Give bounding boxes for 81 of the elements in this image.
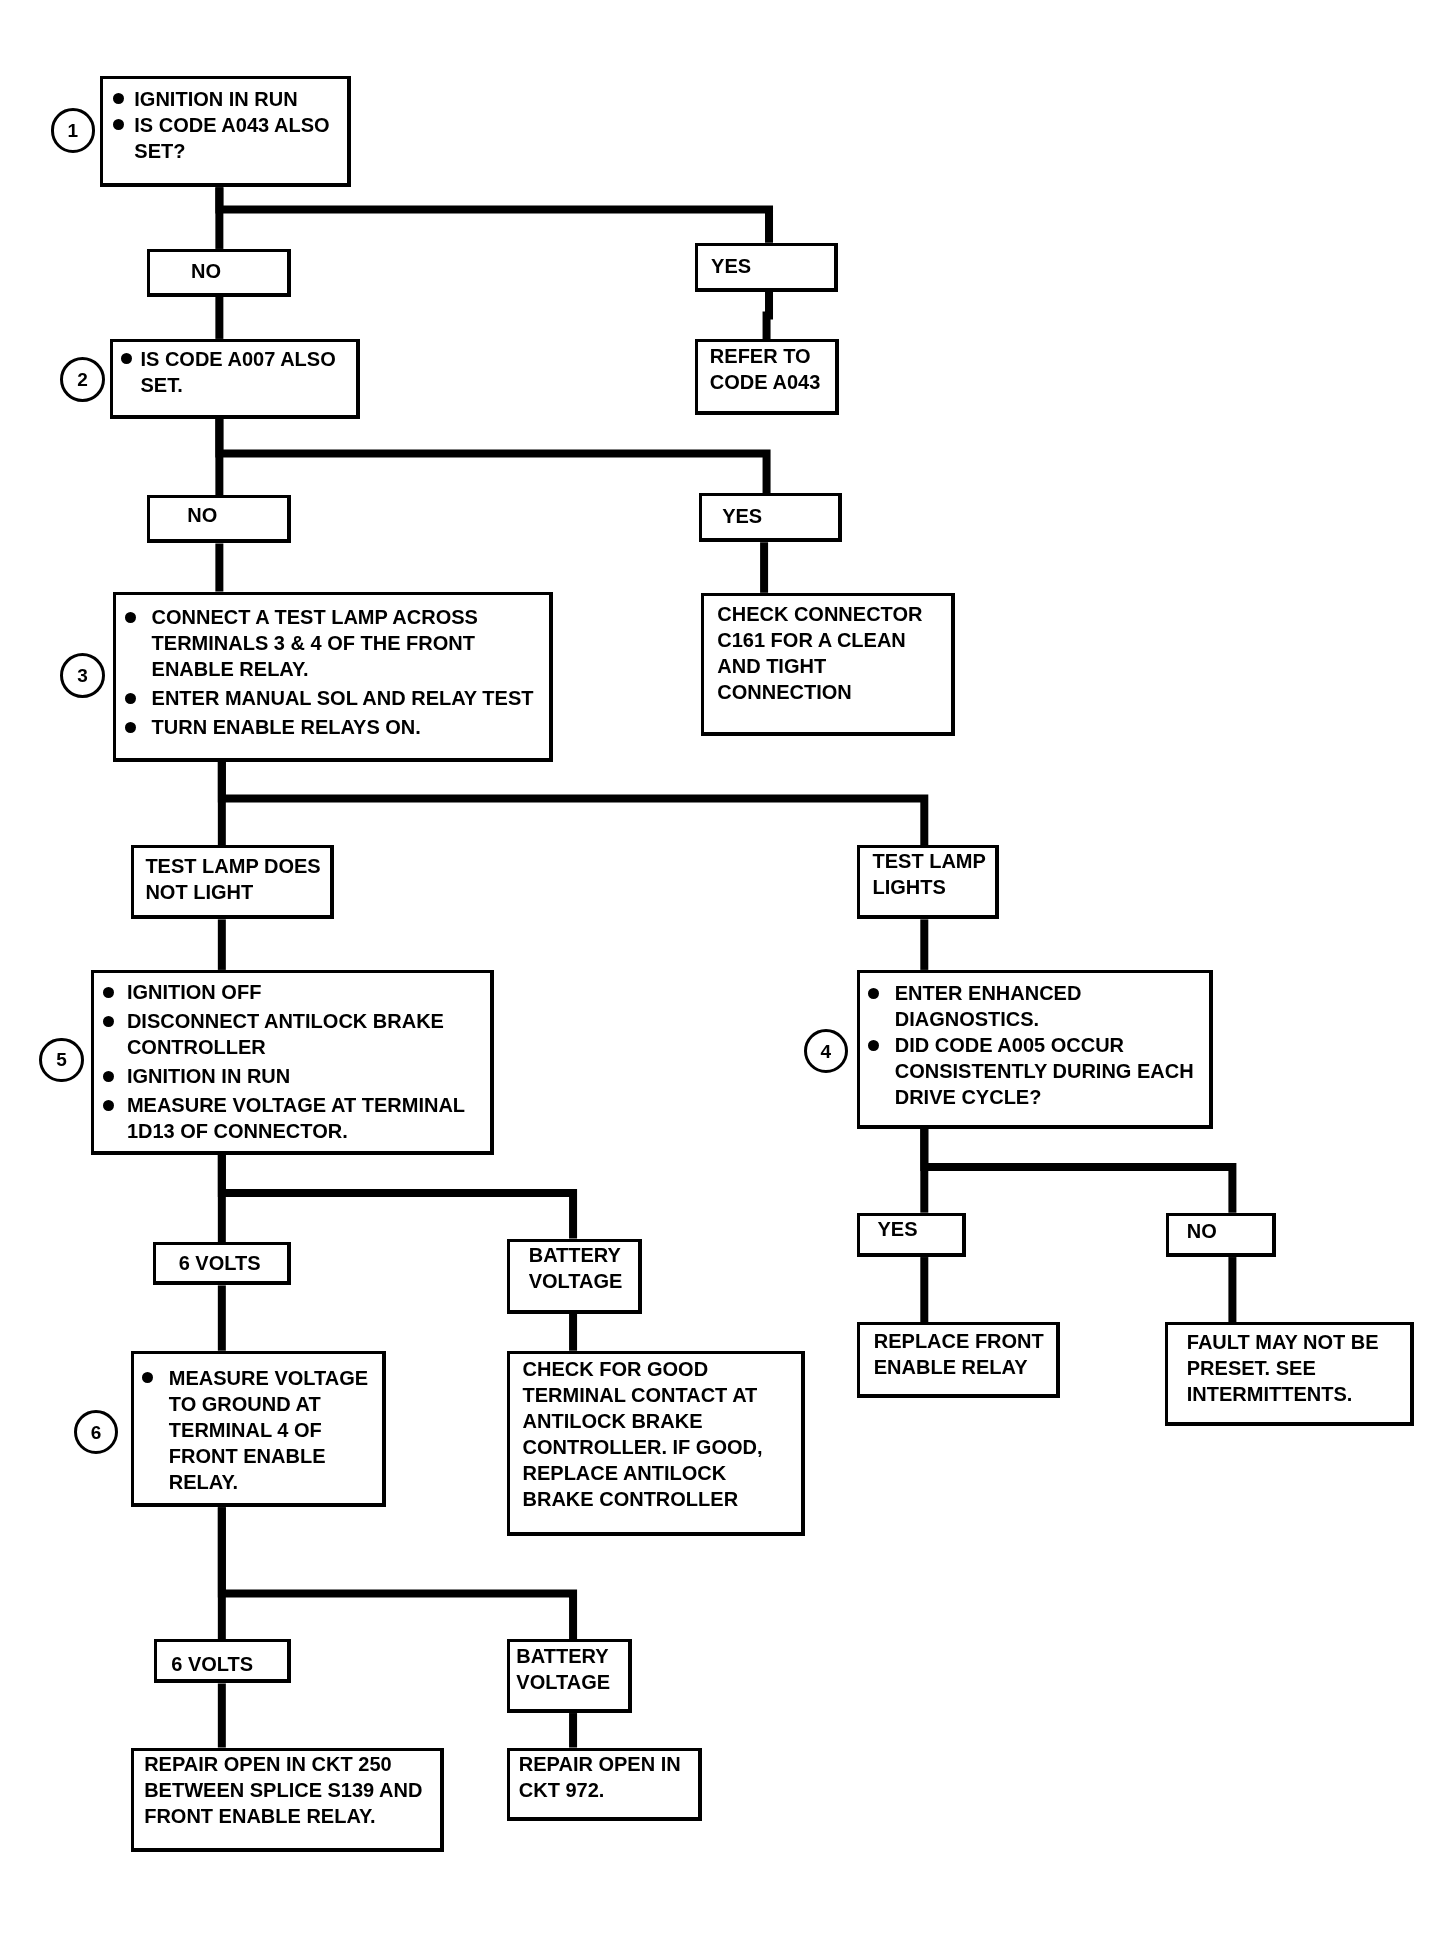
box-text: CHECK FOR GOOD TERMINAL CONTACT AT ANTILOCK BRAKE CONTROLLER. IF GOOD, REPLACE ANTILOCK BRAKE CONTROLLER bbox=[522, 1357, 764, 1513]
box-text: CONNECT A TEST LAMP ACROSS TERMINALS 3 & 4 OF THE FRONT ENABLE RELAY. bbox=[151, 605, 479, 683]
flowchart-box bbox=[506, 1639, 633, 1713]
box-text: TEST LAMP LIGHTS bbox=[872, 849, 987, 901]
box-text: FAULT MAY NOT BE PRESET. SEE INTERMITTENTS. bbox=[1186, 1330, 1380, 1408]
box-text: CHECK CONNECTOR C161 FOR A CLEAN AND TIGHT CONNECTION bbox=[717, 601, 924, 705]
flowchart-box bbox=[154, 1639, 291, 1684]
flowchart-box bbox=[146, 248, 291, 297]
box-text: MEASURE VOLTAGE AT TERMINAL 1D13 OF CONNECTOR. bbox=[126, 1093, 466, 1145]
connector-line bbox=[760, 542, 769, 593]
box-text: DID CODE A005 OCCUR CONSISTENTLY DURING EACH DRIVE CYCLE? bbox=[894, 1033, 1195, 1111]
box-text: NO bbox=[187, 503, 218, 529]
connector-line bbox=[1228, 1257, 1237, 1323]
connector-line bbox=[920, 919, 929, 970]
box-text: DISCONNECT ANTILOCK BRAKE CONTROLLER bbox=[126, 1009, 445, 1061]
flowchart-box bbox=[99, 76, 352, 188]
callout-number: 3 bbox=[60, 653, 105, 698]
box-text: 6 VOLTS bbox=[171, 1651, 254, 1677]
connector-line bbox=[217, 1683, 226, 1748]
connector-line bbox=[920, 1257, 929, 1323]
flowchart-box bbox=[130, 1350, 386, 1508]
callout-number: 4 bbox=[803, 1029, 848, 1074]
flowchart-box bbox=[856, 1322, 1060, 1398]
flowchart-box bbox=[506, 1238, 643, 1314]
connector-line bbox=[569, 1713, 578, 1748]
box-text: ENTER MANUAL SOL AND RELAY TEST bbox=[151, 686, 534, 712]
callout-number: 2 bbox=[60, 357, 105, 402]
box-text: IS CODE A043 ALSO SET? bbox=[134, 112, 331, 164]
box-text: IGNITION IN RUN bbox=[126, 1064, 291, 1090]
box-text: REPAIR OPEN IN CKT 250 BETWEEN SPLICE S139 AND FRONT ENABLE RELAY. bbox=[144, 1751, 424, 1829]
box-text: IS CODE A007 ALSO SET. bbox=[140, 346, 337, 398]
box-text: BATTERY VOLTAGE bbox=[516, 1644, 612, 1696]
flowchart-box bbox=[698, 492, 842, 543]
box-text: YES bbox=[722, 504, 763, 530]
flowchart-box bbox=[506, 1747, 703, 1822]
connector-line bbox=[217, 1154, 578, 1239]
flowchart-box bbox=[152, 1242, 291, 1286]
flowchart-box bbox=[701, 592, 956, 736]
connector-line bbox=[215, 297, 224, 339]
flowchart-box bbox=[695, 338, 840, 416]
box-text: ENTER ENHANCED DIAGNOSTICS. bbox=[894, 981, 1083, 1033]
box-text: MEASURE VOLTAGE TO GROUND AT TERMINAL 4 OF FRONT ENABLE RELAY. bbox=[168, 1365, 370, 1495]
flowchart-box bbox=[109, 338, 360, 419]
callout-number: 6 bbox=[73, 1409, 119, 1455]
box-text: NO bbox=[191, 259, 221, 285]
box-text: YES bbox=[877, 1216, 918, 1242]
connector-line bbox=[920, 1128, 1237, 1213]
box-text: IGNITION OFF bbox=[126, 980, 262, 1006]
connector-line bbox=[217, 1285, 226, 1351]
box-text: BATTERY VOLTAGE bbox=[528, 1242, 624, 1294]
flowchart-box bbox=[130, 1747, 444, 1853]
flowchart-box bbox=[856, 1212, 967, 1258]
box-text: IGNITION IN RUN bbox=[134, 86, 298, 112]
connector-line bbox=[215, 419, 771, 493]
box-text: TURN ENABLE RELAYS ON. bbox=[151, 715, 421, 741]
box-text: REPAIR OPEN IN CKT 972. bbox=[518, 1751, 682, 1803]
connector-line bbox=[217, 919, 226, 970]
flowchart-box bbox=[856, 845, 1000, 920]
connector-line bbox=[215, 187, 773, 243]
flowchart-box bbox=[130, 845, 334, 920]
connector-line bbox=[215, 543, 224, 592]
flowchart-box bbox=[113, 591, 554, 762]
box-text: 6 VOLTS bbox=[178, 1251, 261, 1277]
connector-line bbox=[217, 761, 929, 846]
callout-number: 5 bbox=[39, 1037, 84, 1083]
callout-number: 1 bbox=[50, 108, 95, 153]
box-text: REFER TO CODE A043 bbox=[709, 344, 822, 396]
flowchart-box bbox=[506, 1350, 805, 1536]
flowchart-box bbox=[695, 242, 838, 293]
box-text: REPLACE FRONT ENABLE RELAY bbox=[873, 1328, 1045, 1380]
connector-line bbox=[217, 1507, 578, 1640]
box-text: NO bbox=[1186, 1219, 1217, 1245]
flowchart-box bbox=[1164, 1322, 1414, 1426]
flowchart-box bbox=[1165, 1212, 1276, 1258]
flowchart-box bbox=[856, 969, 1213, 1129]
connector-line bbox=[762, 292, 773, 339]
box-text: YES bbox=[711, 254, 752, 280]
flowchart-box bbox=[146, 495, 291, 544]
box-text: TEST LAMP DOES NOT LIGHT bbox=[145, 854, 322, 906]
connector-line bbox=[569, 1313, 578, 1351]
flowchart-box bbox=[91, 969, 495, 1155]
